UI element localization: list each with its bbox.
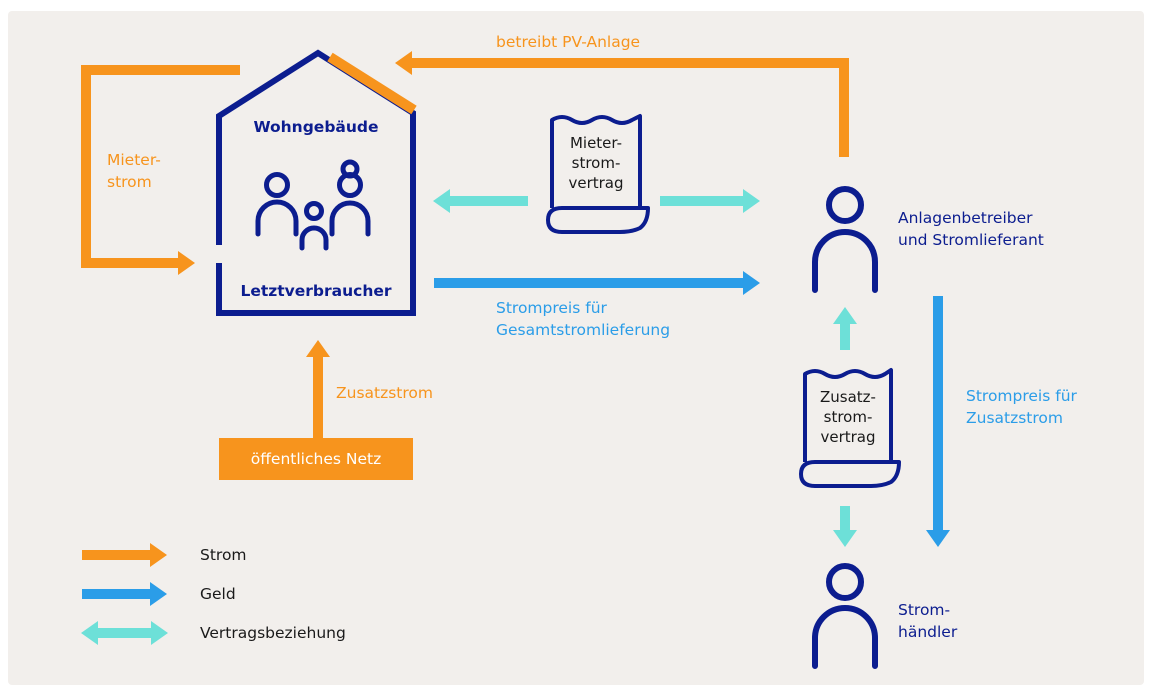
anlagenbetreiber-label-line2: und Stromlieferant: [898, 231, 1044, 249]
house-subtitle: Letztverbraucher: [240, 282, 392, 300]
legend-arrow-vertrag: [81, 621, 168, 645]
strompreis-zusatz-arrow: [926, 296, 950, 547]
zusatzstromvertrag-line2: strom-: [823, 408, 873, 426]
haendler-label-line2: händler: [898, 623, 958, 641]
house-wall-gap: [214, 245, 224, 263]
legend-label-strom: Strom: [200, 546, 247, 564]
person-icon: [812, 563, 878, 669]
solar-panel-icon: [327, 52, 417, 115]
pv-anlage-arrow: [395, 51, 849, 157]
legend-arrow-strom: [82, 543, 167, 567]
mieterstromvertrag-line3: vertrag: [568, 174, 624, 192]
haendler-label-line1: Strom-: [898, 601, 951, 619]
family-icon: [255, 159, 371, 251]
vertrag-arrow-right: [660, 189, 760, 213]
anlagenbetreiber-label-line1: Anlagenbetreiber: [898, 209, 1033, 227]
strompreis-zusatz-line1: Strompreis für: [966, 387, 1077, 405]
legend-label-vertrag: Vertragsbeziehung: [200, 624, 346, 642]
zusatzstromvertrag-label: Zusatz- strom- vertrag: [805, 387, 891, 447]
vertrag-arrow-down: [833, 506, 857, 547]
vertrag-arrow-left: [433, 189, 528, 213]
strompreis-zusatz-line2: Zusatzstrom: [966, 409, 1063, 427]
mieterstromvertrag-line2: strom-: [571, 154, 621, 172]
mieterstrom-label-line2: strom: [107, 173, 152, 191]
house-title: Wohngebäude: [253, 118, 379, 136]
strompreis-gesamt-line1: Strompreis für: [496, 299, 607, 317]
mieterstrom-label-line1: Mieter-: [107, 151, 161, 169]
zusatzstromvertrag-line1: Zusatz-: [820, 388, 876, 406]
zusatzstrom-arrow: [306, 340, 330, 438]
mieterstromvertrag-line1: Mieter-: [569, 134, 623, 152]
mieterstrom-arrow: [81, 65, 240, 275]
legend-label-geld: Geld: [200, 585, 236, 603]
diagram-background: [8, 11, 1144, 685]
zusatzstromvertrag-line3: vertrag: [820, 428, 876, 446]
oeffentliches-netz-box: öffentliches Netz: [219, 438, 413, 480]
strompreis-gesamt-arrow: [434, 271, 760, 295]
contract-document-icon: [546, 114, 650, 234]
person-icon: [812, 186, 878, 293]
pv-anlage-label: betreibt PV-Anlage: [496, 33, 641, 51]
legend-arrow-geld: [82, 582, 167, 606]
vertrag-arrow-up: [833, 307, 857, 350]
oeffentliches-netz-label: öffentliches Netz: [250, 450, 382, 468]
zusatzstrom-label: Zusatzstrom: [336, 384, 433, 402]
contract-document-icon: [799, 368, 901, 488]
mieterstromvertrag-label: Mieter- strom- vertrag: [552, 133, 640, 193]
strompreis-gesamt-line2: Gesamtstromlieferung: [496, 321, 671, 339]
